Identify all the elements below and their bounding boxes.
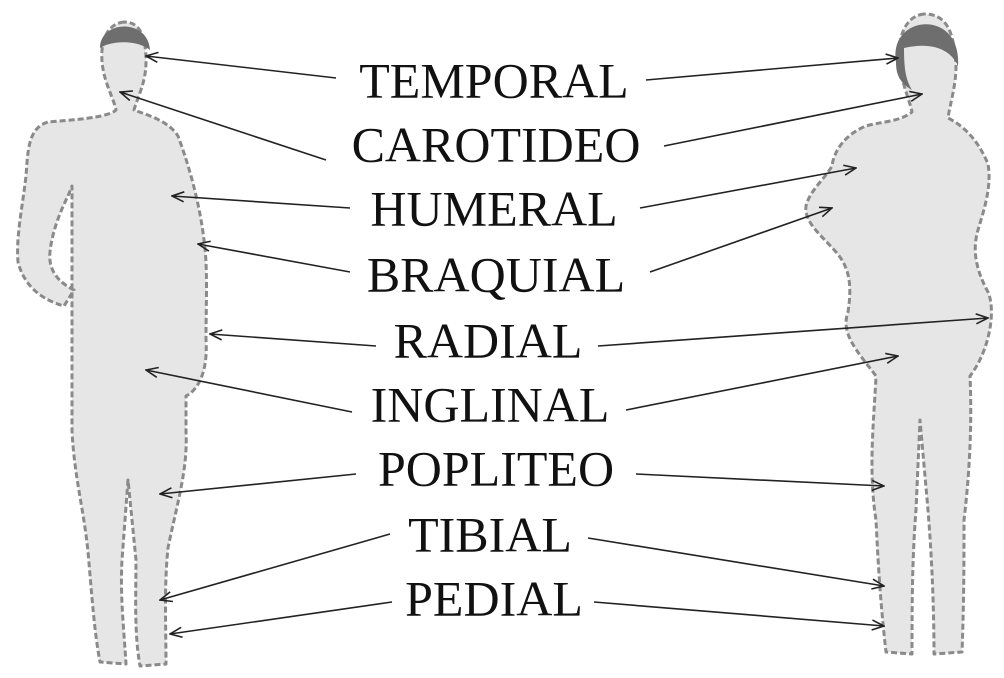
arrow-radial-left	[210, 334, 376, 346]
arrow-temporal-left	[146, 56, 336, 78]
arrow-temporal-right	[646, 58, 898, 80]
label-carotideo: CAROTIDEO	[352, 116, 641, 172]
arrow-pedial-left	[170, 602, 392, 634]
arrow-inglinal-right	[626, 356, 898, 410]
female-figure	[806, 14, 992, 654]
label-pedial: PEDIAL	[405, 570, 583, 626]
arrow-popliteo-right	[636, 474, 884, 486]
arrow-braquial-right	[650, 208, 832, 272]
label-radial: RADIAL	[394, 312, 583, 368]
arrow-popliteo-left	[160, 474, 356, 494]
pulse-labels: TEMPORAL CAROTIDEO HUMERAL BRAQUIAL RADI…	[352, 52, 641, 626]
label-humeral: HUMERAL	[370, 180, 617, 236]
arrow-tibial-left	[160, 534, 390, 600]
label-temporal: TEMPORAL	[359, 52, 628, 108]
female-body-silhouette	[806, 14, 992, 654]
label-inglinal: INGLINAL	[371, 376, 610, 432]
male-figure	[18, 22, 207, 666]
male-body-silhouette	[18, 22, 207, 666]
label-braquial: BRAQUIAL	[367, 246, 625, 302]
label-popliteo: POPLITEO	[378, 440, 614, 496]
label-tibial: TIBIAL	[408, 506, 572, 562]
arrow-tibial-right	[588, 538, 884, 586]
arrow-pedial-right	[594, 602, 884, 626]
arrow-braquial-left	[198, 244, 350, 272]
